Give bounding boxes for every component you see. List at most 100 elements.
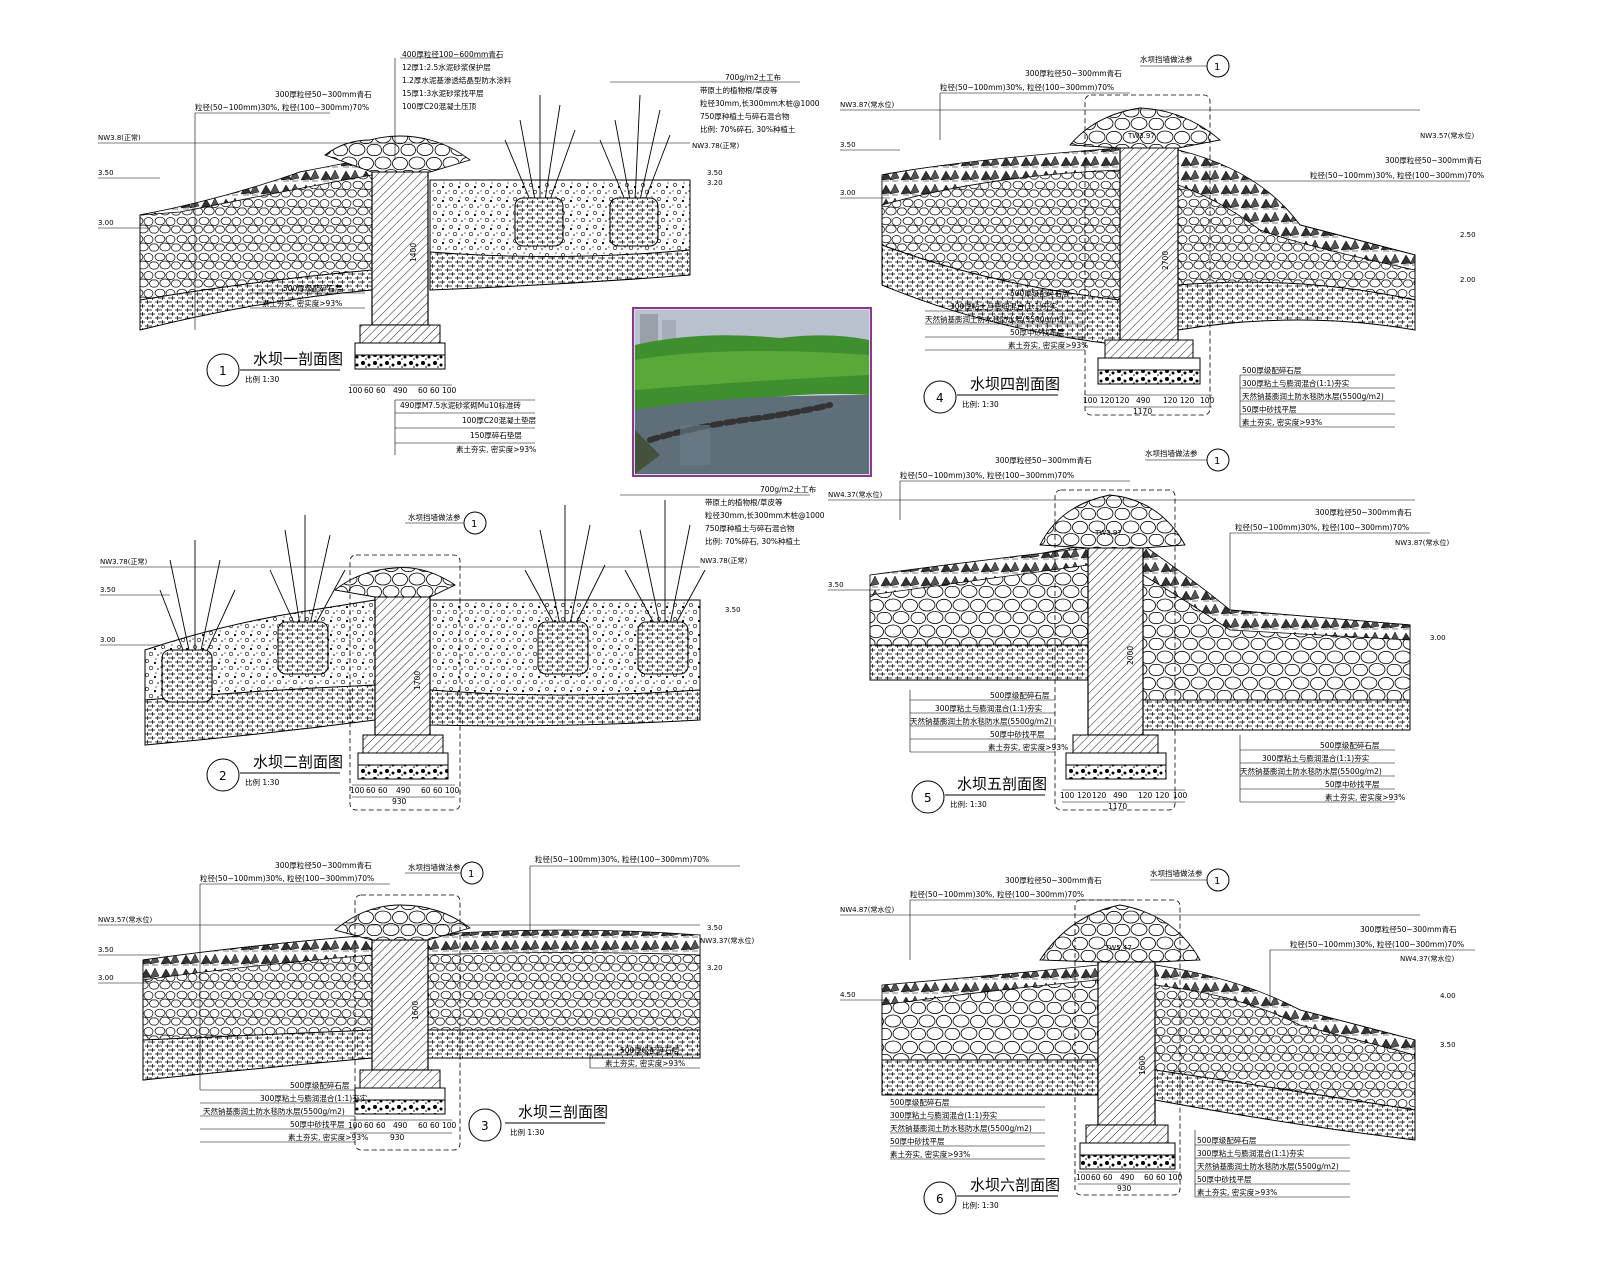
s1-foundation-notes: 490厚M7.5水泥砂浆砌Mu10标准砖 100厚C20混凝土垫层 150厚碎石… xyxy=(394,399,537,455)
svg-text:490: 490 xyxy=(393,1121,408,1130)
svg-text:素土夯实, 密实度>93%: 素土夯实, 密实度>93% xyxy=(262,298,342,308)
svg-text:750厚种植土与碎石混合物: 750厚种植土与碎石混合物 xyxy=(705,523,795,533)
svg-text:500厚级配碎石层: 500厚级配碎石层 xyxy=(290,1080,350,1090)
svg-text:300厚粒径50~300mm青石: 300厚粒径50~300mm青石 xyxy=(995,455,1092,465)
svg-text:比例: 70%碎石, 30%种植土: 比例: 70%碎石, 30%种植土 xyxy=(705,536,801,546)
svg-text:1: 1 xyxy=(468,869,474,880)
s3-right-notes: 粒径(50~100mm)30%, 粒径(100~300mm)70% xyxy=(529,854,740,935)
s3-level-right-350: 3.50 xyxy=(707,924,723,932)
svg-text:水坝挡墙做法参: 水坝挡墙做法参 xyxy=(1140,54,1193,64)
s5-bottom-left: 500厚级配碎石层 300厚粘土与膨润混合(1:1)夯实 天然钠基膨润土防水毯防… xyxy=(909,690,1068,753)
s6-level-350: 3.50 xyxy=(1440,1041,1456,1049)
svg-text:60: 60 xyxy=(378,786,388,795)
svg-text:粒径(50~100mm)30%, 粒径(100~300mm): 粒径(50~100mm)30%, 粒径(100~300mm)70% xyxy=(1235,522,1409,532)
s4-level-nw-right: NW3.57(常水位) xyxy=(1420,131,1474,140)
svg-text:素土夯实, 密实度>93%: 素土夯实, 密实度>93% xyxy=(456,444,536,454)
s4-bottom-right: 500厚级配碎石层 300厚粘土与膨润混合(1:1)夯实 天然钠基膨润土防水毯防… xyxy=(1239,365,1395,428)
s6-dims: 100 60 60 490 60 60 100 930 xyxy=(1076,1171,1183,1193)
svg-text:500厚级配碎石层: 500厚级配碎石层 xyxy=(283,283,343,293)
svg-text:水坝挡墙做法参: 水坝挡墙做法参 xyxy=(1145,448,1198,458)
s5-dims: 100 120 120 490 120 120 100 1170 xyxy=(1060,789,1188,811)
level-nw-right: NW3.78(正常) xyxy=(692,141,739,150)
s4-top: 300厚粒径50~300mm青石 粒径(50~100mm)30%, 粒径(100… xyxy=(939,54,1230,140)
s4-level-250: 2.50 xyxy=(1460,231,1476,239)
svg-text:天然钠基膨润土防水毯防水层(5500g/m2): 天然钠基膨润土防水毯防水层(5500g/m2) xyxy=(203,1106,345,1116)
s6-level-400: 4.00 xyxy=(1440,992,1456,1000)
svg-text:120: 120 xyxy=(1077,791,1092,800)
svg-text:天然钠基膨润土防水毯防水层(5500g/m2): 天然钠基膨润土防水毯防水层(5500g/m2) xyxy=(1197,1161,1339,1171)
svg-text:带原土的植物根/草皮等: 带原土的植物根/草皮等 xyxy=(700,85,778,95)
s4-level-nw-left: NW3.87(常水位) xyxy=(840,100,894,109)
svg-text:100厚C20混凝土垫层: 100厚C20混凝土垫层 xyxy=(462,415,537,425)
svg-text:300厚粒径50~300mm青石: 300厚粒径50~300mm青石 xyxy=(1360,924,1457,934)
s2-detail-ref: 水坝挡墙做法参 1 xyxy=(405,511,487,535)
s4-bottom-left: 500厚级配碎石层 300厚粘土与膨润混合(1:1)夯实 天然钠基膨润土防水毯防… xyxy=(925,288,1088,351)
s6-top: 300厚粒径50~300mm青石 粒径(50~100mm)30%, 粒径(100… xyxy=(909,868,1230,960)
svg-text:50厚中砂找平层: 50厚中砂找平层 xyxy=(990,729,1045,739)
svg-text:带原土的植物根/草皮等: 带原土的植物根/草皮等 xyxy=(705,497,783,507)
svg-text:60: 60 xyxy=(433,786,443,795)
svg-text:60: 60 xyxy=(366,786,376,795)
svg-text:1: 1 xyxy=(1214,876,1220,887)
s4-right-notes: 300厚粒径50~300mm青石 粒径(50~100mm)30%, 粒径(100… xyxy=(1240,155,1484,182)
s2-number: 2 xyxy=(219,769,227,783)
svg-text:150厚碎石垫层: 150厚碎石垫层 xyxy=(470,430,522,440)
svg-text:素土夯实, 密实度>93%: 素土夯实, 密实度>93% xyxy=(1197,1187,1277,1197)
s3-number: 3 xyxy=(481,1119,489,1133)
svg-text:60: 60 xyxy=(376,1121,386,1130)
svg-text:60: 60 xyxy=(1144,1173,1154,1182)
svg-text:100: 100 xyxy=(1083,396,1098,405)
s5-level-nw-left: NW4.37(常水位) xyxy=(828,490,882,499)
s1-right-notes: 700g/m2土工布 带原土的植物根/草皮等 粒径30mm,长300mm木桩@1… xyxy=(610,72,820,134)
section-1: NW3.8(正常) 3.50 3.00 NW3.78(正常) 3.50 3.20… xyxy=(98,49,820,455)
svg-text:粒径(50~100mm)30%, 粒径(100~300mm): 粒径(50~100mm)30%, 粒径(100~300mm)70% xyxy=(1290,939,1464,949)
svg-text:60: 60 xyxy=(1091,1173,1101,1182)
weir-photo xyxy=(632,307,872,477)
s4-level-300: 3.00 xyxy=(840,189,856,197)
s6-number: 6 xyxy=(936,1192,944,1206)
svg-text:粒径(50~100mm)30%, 粒径(100~300mm): 粒径(50~100mm)30%, 粒径(100~300mm)70% xyxy=(940,82,1114,92)
s1-number: 1 xyxy=(219,364,227,378)
svg-text:500厚级配碎石层: 500厚级配碎石层 xyxy=(1010,288,1070,298)
s4-level-350: 3.50 xyxy=(840,141,856,149)
s3-level-nw-right: NW3.37(常水位) xyxy=(700,936,754,945)
svg-text:60: 60 xyxy=(430,1121,440,1130)
level-right-2: 3.50 xyxy=(707,169,723,177)
svg-text:100: 100 xyxy=(350,786,365,795)
s1-bottom-notes: 500厚级配碎石层 素土夯实, 密实度>93% xyxy=(250,283,365,309)
svg-text:120: 120 xyxy=(1180,396,1195,405)
svg-text:300厚粘土与膨润混合(1:1)夯实: 300厚粘土与膨润混合(1:1)夯实 xyxy=(1242,378,1350,388)
s4-crest: TW3.97 xyxy=(1127,132,1155,140)
s6-level-450: 4.50 xyxy=(840,991,856,999)
s4-level-200: 2.00 xyxy=(1460,276,1476,284)
svg-text:60: 60 xyxy=(1156,1173,1166,1182)
s2-level-right-350: 3.50 xyxy=(725,606,741,614)
svg-text:比例: 70%碎石, 30%种植土: 比例: 70%碎石, 30%种植土 xyxy=(700,124,796,134)
svg-text:素土夯实, 密实度>93%: 素土夯实, 密实度>93% xyxy=(1242,417,1322,427)
svg-text:天然钠基膨润土防水毯防水层(5500g/m2): 天然钠基膨润土防水毯防水层(5500g/m2) xyxy=(1242,391,1384,401)
s3-level-nw-left: NW3.57(常水位) xyxy=(98,915,152,924)
svg-text:60: 60 xyxy=(421,786,431,795)
s3-wall-height: 1600 xyxy=(411,1001,420,1020)
svg-text:300厚粘土与膨润混合(1:1)夯实: 300厚粘土与膨润混合(1:1)夯实 xyxy=(260,1093,368,1103)
svg-text:50厚中砂找平层: 50厚中砂找平层 xyxy=(1197,1174,1252,1184)
svg-text:水坝挡墙做法参: 水坝挡墙做法参 xyxy=(408,512,461,522)
s5-bottom-right: 500厚级配碎石层 300厚粘土与膨润混合(1:1)夯实 天然钠基膨润土防水毯防… xyxy=(1239,735,1405,803)
s3-level-right-320: 3.20 xyxy=(707,964,723,972)
s3-dims: 100 60 60 490 60 60 100 930 xyxy=(348,1119,457,1142)
s2-wall-height: 1700 xyxy=(413,671,422,690)
svg-text:490厚M7.5水泥砂浆砌Mu10标准砖: 490厚M7.5水泥砂浆砌Mu10标准砖 xyxy=(400,400,521,410)
svg-text:100: 100 xyxy=(1060,791,1075,800)
svg-text:300厚粘土与膨润混合(1:1)夯实: 300厚粘土与膨润混合(1:1)夯实 xyxy=(950,301,1058,311)
svg-text:100: 100 xyxy=(442,1121,457,1130)
svg-text:300厚粒径50~300mm青石: 300厚粒径50~300mm青石 xyxy=(275,860,372,870)
s4-wall-height: 2700 xyxy=(1161,251,1170,270)
s1-title: 水坝一剖面图 xyxy=(253,350,343,368)
s3-title: 水坝三剖面图 xyxy=(518,1103,608,1121)
s5-level-nw-right: NW3.87(常水位) xyxy=(1395,538,1449,547)
svg-text:60: 60 xyxy=(418,386,428,395)
svg-text:50厚中砂找平层: 50厚中砂找平层 xyxy=(290,1119,345,1129)
section-5: NW4.37(常水位) 3.50 NW3.87(常水位) 3.00 TW3.97… xyxy=(828,448,1449,814)
svg-text:60: 60 xyxy=(364,1121,374,1130)
